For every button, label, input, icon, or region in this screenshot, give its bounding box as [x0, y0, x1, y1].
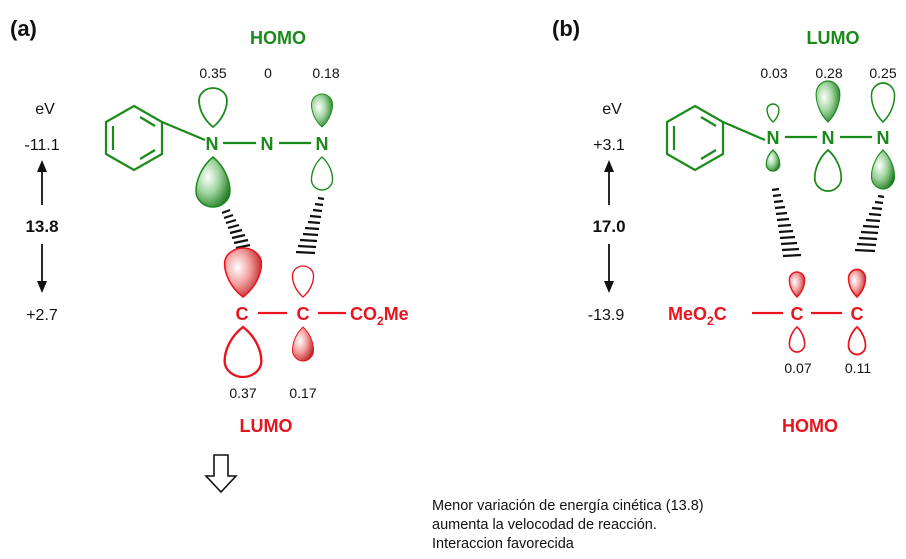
panel-a-gap: 13.8	[25, 217, 58, 236]
panel-a-tag: (a)	[10, 16, 37, 41]
panel-b-atom-n3: N	[877, 128, 890, 148]
panel-a-energy-top: -11.1	[24, 137, 59, 154]
panel-a-energy-bottom: +2.7	[26, 307, 58, 324]
panel-a-homo-label: HOMO	[250, 28, 306, 48]
panel-b-atom-c2: C	[851, 304, 864, 324]
panel-a-phenyl-ring	[104, 104, 164, 172]
panel-b-lobe-c2-up	[847, 268, 867, 298]
panel-b-arrow-up-head	[604, 160, 614, 172]
panel-a-lobe-n1-down	[195, 156, 231, 208]
panel-a-lobe-c1-up	[223, 247, 263, 298]
panel-a-unit: eV	[35, 101, 55, 118]
panel-a-coef-n3: 0.18	[312, 65, 339, 81]
panel-b-atom-n2: N	[822, 128, 835, 148]
panel-a: (a) HOMO 0.35 0 0.18 eV -11.1 13.8 +2.7 …	[10, 16, 409, 494]
panel-a-atom-c1: C	[236, 304, 249, 324]
panel-a-arrow-down-head	[37, 281, 47, 293]
panel-b-energy-top: +3.1	[593, 137, 625, 154]
panel-a-lumo-label: LUMO	[240, 416, 293, 436]
conclusion-line-2: aumenta la velocodad de reacción.	[432, 517, 657, 533]
panel-b-coef-n1: 0.03	[760, 65, 787, 81]
panel-b-gap: 17.0	[592, 217, 625, 236]
panel-a-arrow-up-head	[37, 160, 47, 172]
panel-b-atom-c1: C	[791, 304, 804, 324]
panel-b-unit: eV	[602, 101, 622, 118]
panel-b-arrow-down-head	[604, 281, 614, 293]
panel-a-lobe-c2-down	[291, 326, 315, 362]
panel-b-coef-c2: 0.11	[845, 360, 871, 376]
panel-a-lobe-c1-down	[223, 325, 263, 379]
panel-b-phenyl-bond	[722, 120, 766, 142]
panel-b-lobe-n3-down	[870, 149, 896, 190]
panel-a-coef-c1: 0.37	[229, 385, 256, 401]
panel-a-atom-c2: C	[297, 304, 310, 324]
panel-b-lobe-n2-up	[815, 80, 841, 123]
panel-b-tag: (b)	[552, 16, 580, 41]
panel-b-phenyl-ring	[665, 104, 725, 172]
panel-b: (b) LUMO 0.03 0.28 0.25 eV +3.1 17.0 -13…	[552, 16, 897, 436]
panel-b-atom-n1: N	[767, 128, 780, 148]
panel-b-interaction-1	[771, 187, 802, 258]
panel-b-lobe-n1-up	[766, 103, 780, 123]
panel-b-coef-c1: 0.07	[784, 360, 811, 376]
panel-b-lobe-n2-down	[813, 149, 843, 192]
panel-b-interaction-2	[854, 194, 885, 253]
panel-b-lobe-c1-down	[788, 326, 806, 353]
panel-a-atom-n2: N	[261, 134, 274, 154]
conclusion-arrow-icon	[204, 454, 238, 494]
panel-a-lobe-n1-up	[198, 87, 228, 128]
conclusion-line-1: Menor variación de energía cinética (13.…	[432, 498, 704, 514]
panel-b-coef-n2: 0.28	[815, 65, 842, 81]
panel-a-interaction-1	[221, 208, 251, 250]
conclusion-text: Menor variación de energía cinética (13.…	[432, 497, 792, 554]
panel-a-lobe-n3-up	[310, 93, 334, 128]
panel-a-ester: CO2Me	[350, 304, 409, 328]
panel-a-interaction-2	[295, 196, 325, 255]
panel-a-lobe-n3-down	[310, 156, 334, 191]
panel-a-atom-n3: N	[316, 134, 329, 154]
conclusion-line-3: Interaccion favorecida	[432, 536, 574, 552]
panel-b-homo-label: HOMO	[782, 416, 838, 436]
panel-a-lobe-c2-up	[291, 265, 315, 298]
panel-b-lobe-c1-up	[788, 271, 806, 298]
panel-a-atom-n1: N	[206, 134, 219, 154]
panel-b-lobe-c2-down	[847, 326, 867, 356]
panel-b-coef-n3: 0.25	[869, 65, 896, 81]
panel-a-coef-n1: 0.35	[199, 65, 226, 81]
panel-a-coef-c2: 0.17	[289, 385, 316, 401]
panel-b-energy-bottom: -13.9	[588, 307, 625, 324]
panel-b-lobe-n3-up	[870, 82, 896, 123]
panel-a-coef-n2: 0	[264, 65, 272, 81]
panel-b-ester: MeO2C	[668, 304, 727, 328]
panel-b-lobe-n1-down	[765, 149, 781, 172]
panel-b-lumo-label: LUMO	[807, 28, 860, 48]
panel-a-phenyl-bond	[161, 120, 206, 142]
